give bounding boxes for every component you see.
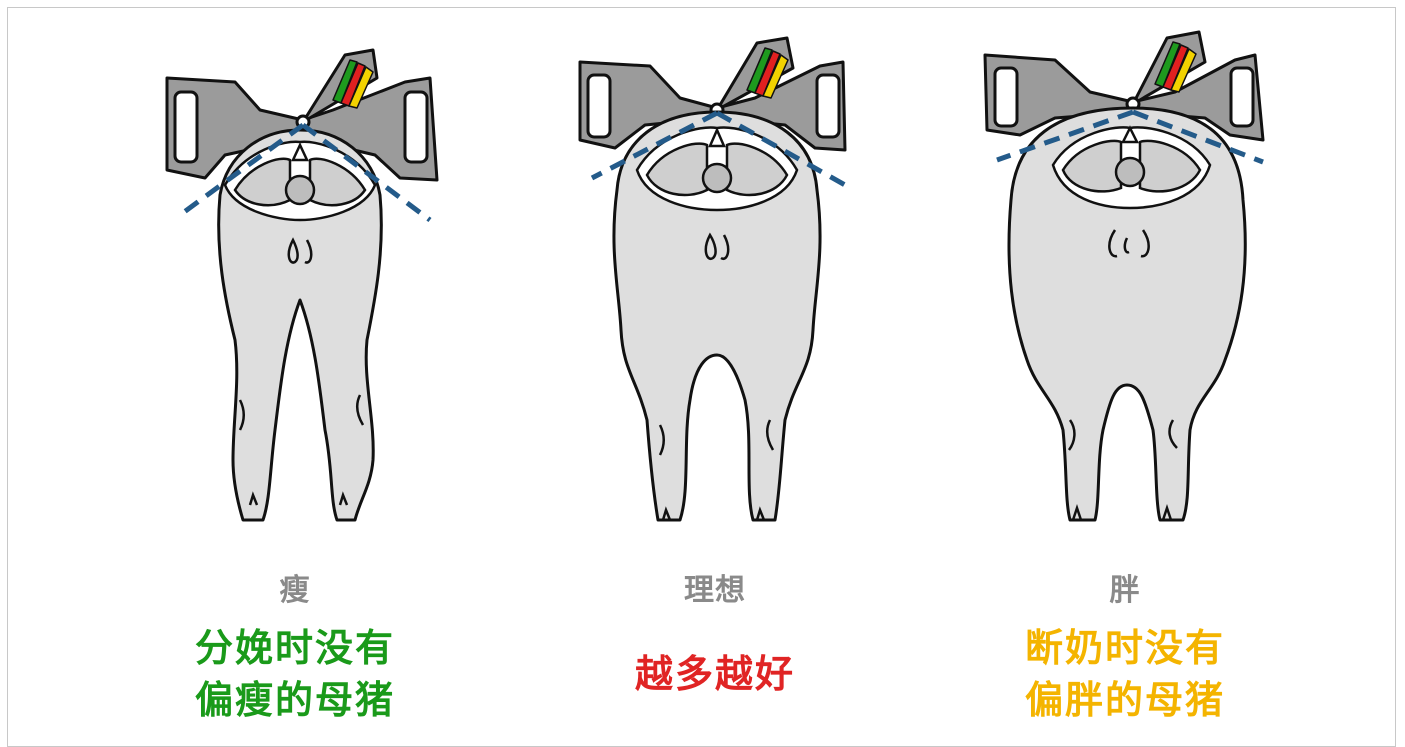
label-ideal: 理想 bbox=[495, 565, 935, 609]
ideal-sow-illustration bbox=[495, 0, 935, 735]
caption-fat-line-1: 断奶时没有 bbox=[905, 622, 1345, 674]
caption-fat: 断奶时没有 偏胖的母猪 bbox=[905, 622, 1345, 726]
panel-thin: 瘦 分娩时没有 偏瘦的母猪 bbox=[75, 0, 515, 735]
panel-fat: 胖 断奶时没有 偏胖的母猪 bbox=[905, 0, 1345, 735]
caption-thin-line-1: 分娩时没有 bbox=[75, 622, 515, 674]
caption-thin-line-2: 偏瘦的母猪 bbox=[75, 674, 515, 726]
caption-ideal-line-1: 越多越好 bbox=[495, 648, 935, 700]
caption-ideal: 越多越好 bbox=[495, 648, 935, 700]
caption-fat-line-2: 偏胖的母猪 bbox=[905, 674, 1345, 726]
label-fat: 胖 bbox=[905, 565, 1345, 609]
caption-thin: 分娩时没有 偏瘦的母猪 bbox=[75, 622, 515, 726]
label-thin: 瘦 bbox=[75, 565, 515, 609]
panel-ideal: 理想 越多越好 bbox=[495, 0, 935, 735]
